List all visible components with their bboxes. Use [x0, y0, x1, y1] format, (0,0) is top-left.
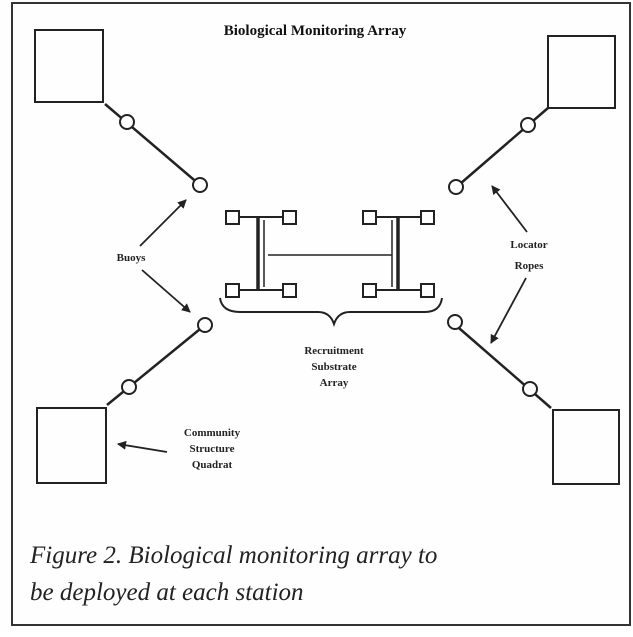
locator-ropes-label-line1: Locator — [510, 239, 547, 251]
recruitment-substrate-array — [225, 210, 435, 298]
figure-border — [11, 2, 631, 626]
substrate-plate — [282, 210, 297, 225]
quadrat-bottom-right — [552, 409, 620, 485]
recruitment-label-line1: Recruitment — [304, 345, 364, 357]
recruitment-label-line3: Array — [320, 377, 349, 389]
substrate-plate — [362, 210, 377, 225]
community-label-line1: Community — [184, 427, 241, 439]
buoys-label: Buoys — [117, 252, 146, 264]
arrow-community-quadrat — [117, 440, 168, 453]
buoy-icon — [522, 381, 538, 397]
arrow-locator-upper — [491, 185, 528, 233]
substrate-plate — [362, 283, 377, 298]
pointer-arrows — [117, 185, 528, 453]
arrow-buoys-lower — [141, 269, 191, 313]
buoy-icon — [119, 114, 135, 130]
figure-caption-line2: be deployed at each station — [30, 579, 304, 606]
rope-top-left — [104, 103, 201, 186]
buoy-icon — [121, 379, 137, 395]
buoys — [119, 114, 538, 397]
substrate-plate — [420, 283, 435, 298]
rope-bottom-left — [106, 324, 206, 406]
substrate-plate — [225, 210, 240, 225]
diagram-title: Biological Monitoring Array — [224, 23, 407, 39]
substrate-plate — [420, 210, 435, 225]
buoy-icon — [192, 177, 208, 193]
substrate-plate — [225, 283, 240, 298]
quadrat-top-left — [34, 29, 104, 103]
arrow-locator-lower — [490, 277, 527, 344]
array-brace — [219, 297, 443, 328]
buoy-icon — [447, 314, 463, 330]
quadrat-bottom-left — [36, 407, 107, 484]
locator-ropes-label-line2: Ropes — [515, 260, 544, 272]
quadrat-top-right — [547, 35, 616, 109]
buoy-icon — [520, 117, 536, 133]
community-label-line2: Structure — [189, 443, 234, 455]
substrate-plate — [282, 283, 297, 298]
arrow-buoys-upper — [139, 199, 187, 247]
buoy-icon — [197, 317, 213, 333]
rope-bottom-right — [451, 321, 552, 409]
figure-caption-line1: Figure 2. Biological monitoring array to — [29, 542, 437, 569]
buoy-icon — [448, 179, 464, 195]
recruitment-label-line2: Substrate — [311, 361, 356, 373]
community-label-line3: Quadrat — [192, 459, 233, 471]
